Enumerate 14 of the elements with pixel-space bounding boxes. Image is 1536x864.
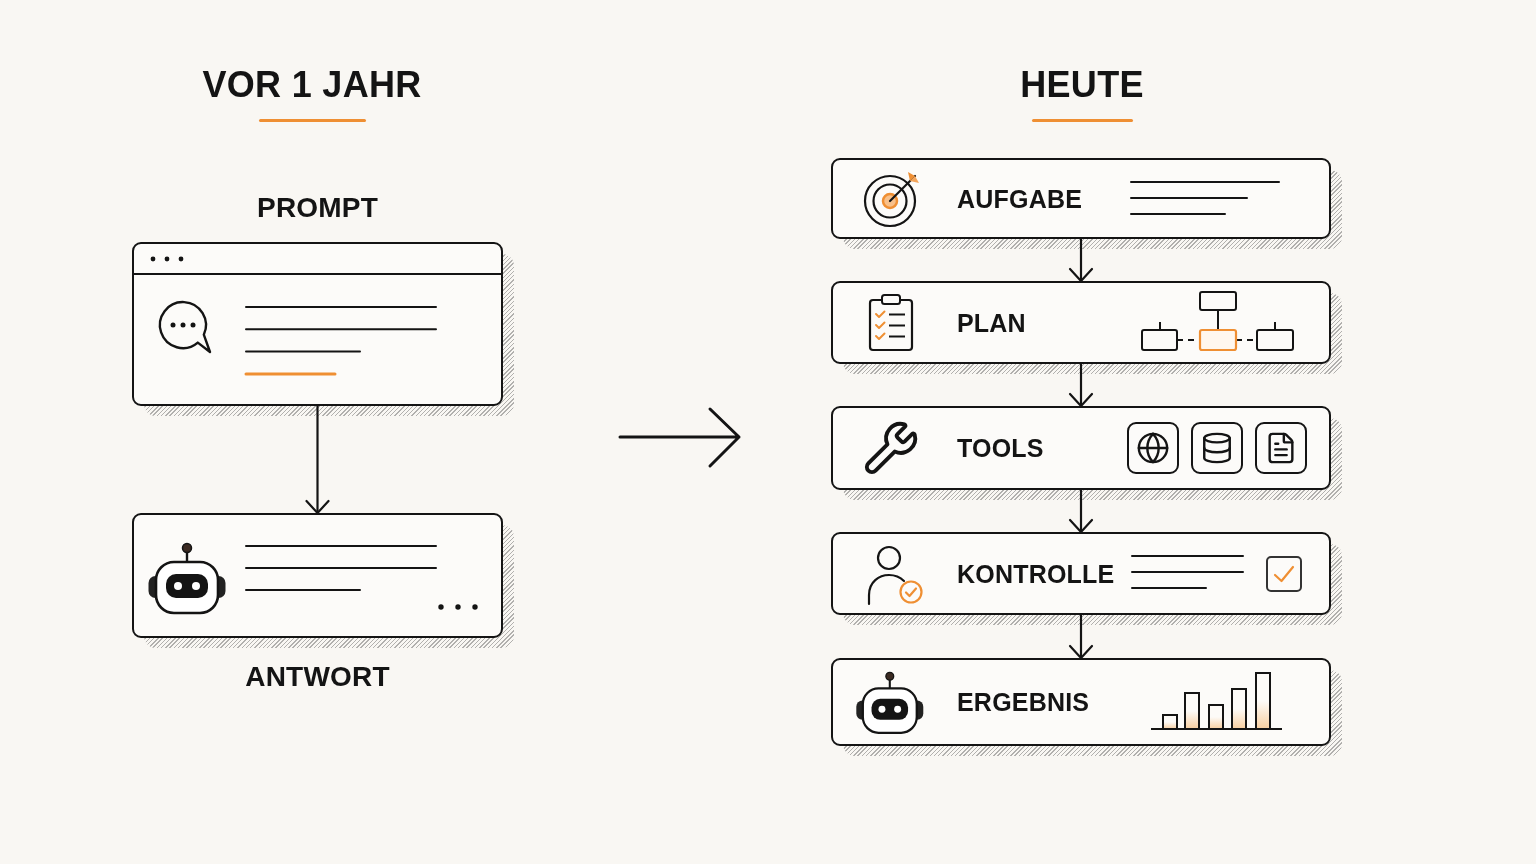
step-label: PLAN: [957, 308, 1026, 337]
column-heading: VOR 1 JAHR: [202, 64, 422, 106]
step-label: AUFGABE: [957, 184, 1082, 213]
arrow: [1068, 239, 1094, 283]
arrow: [305, 406, 330, 515]
box-heading: ANTWORT: [245, 661, 390, 694]
arrow: [1068, 364, 1094, 408]
step-label: KONTROLLE: [957, 559, 1115, 588]
box-heading: PROMPT: [257, 191, 378, 224]
arrow: [1068, 490, 1094, 534]
step-label: ERGEBNIS: [957, 687, 1090, 717]
arrow: [1068, 615, 1094, 660]
column-heading: HEUTE: [1020, 64, 1144, 106]
step-label: TOOLS: [957, 433, 1044, 463]
